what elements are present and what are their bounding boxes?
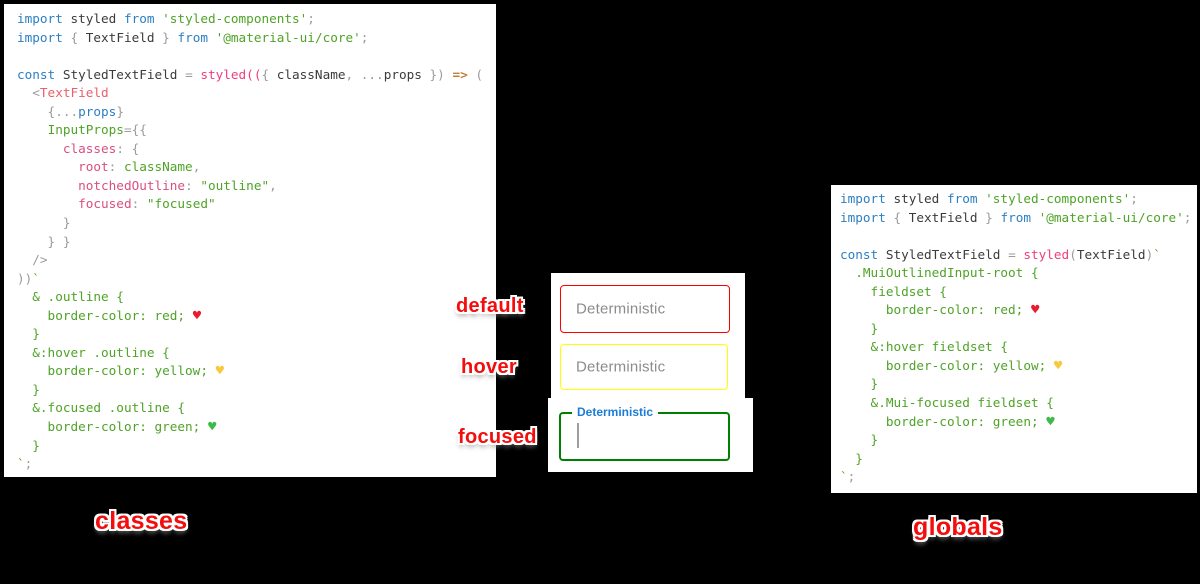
text-cursor [577,423,579,448]
textfield-hover-state[interactable]: Deterministic [560,344,728,390]
code-line: `; [840,469,856,485]
code-line: &:hover .outline { [17,344,170,360]
textfield-placeholder: Deterministic [576,358,666,376]
code-line: } } [17,233,71,249]
code-line: border-color: green; ♥ [17,419,217,436]
code-line: notchedOutline: "outline", [78,177,277,193]
code-line: border-color: yellow; ♥ [840,357,1063,374]
code-line: & .outline { [17,289,124,305]
code-line: } [17,381,40,397]
code-line: &:hover fieldset { [840,339,1009,355]
code-line: .MuiOutlinedInput-root { [840,265,1039,281]
annotation-globals: globals [913,513,1003,541]
code-line: } [840,450,863,466]
code-line: } [17,326,40,342]
annotation-default: default [456,295,524,317]
code-block-globals: import styled from 'styled-components'; i… [831,185,1197,493]
textfield-floating-label: Deterministic [572,405,659,419]
code-line: {...props} [17,103,124,119]
code-line: } [840,376,879,392]
code-line: border-color: green; ♥ [840,413,1055,430]
textfield-placeholder: Deterministic [576,300,666,318]
code-line: } [840,432,879,448]
code-line: InputProps={{ [47,122,147,138]
code-line: <TextField [17,85,109,101]
code-line: &.Mui-focused fieldset { [840,395,1054,411]
code-line: import styled from 'styled-components'; [17,11,315,26]
annotation-focused: focused [458,426,537,448]
code-line: import styled from 'styled-components'; [840,191,1138,206]
code-line: `; [17,456,33,472]
code-line: const StyledTextField = styled(TextField… [840,246,1161,262]
code-line: classes: { [62,140,140,156]
code-line [17,47,496,66]
code-line: import { TextField } from '@material-ui/… [17,29,369,45]
code-line: border-color: red; ♥ [17,307,202,324]
code-block-classes: import styled from 'styled-components'; i… [4,4,496,477]
code-line [840,227,1197,246]
code-line: fieldset { [840,283,947,299]
annotation-classes: classes [95,507,188,535]
code-line: ))` [17,270,40,286]
code-line: } [840,320,879,336]
code-line: focused: "focused" [78,196,216,212]
code-line: } [17,437,40,453]
code-line: root: className, [78,159,201,175]
code-line: border-color: yellow; ♥ [17,363,225,380]
code-line: import { TextField } from '@material-ui/… [840,209,1192,225]
code-line: const StyledTextField = styled(({ classN… [17,66,484,82]
code-line: /> [17,252,48,268]
code-line: border-color: red; ♥ [840,302,1040,319]
code-line: &.focused .outline { [17,400,186,416]
code-line: } [17,215,71,231]
textfield-default-state[interactable]: Deterministic [560,285,730,333]
textfield-focused-state[interactable]: Deterministic [559,405,730,461]
annotation-hover: hover [461,356,517,378]
